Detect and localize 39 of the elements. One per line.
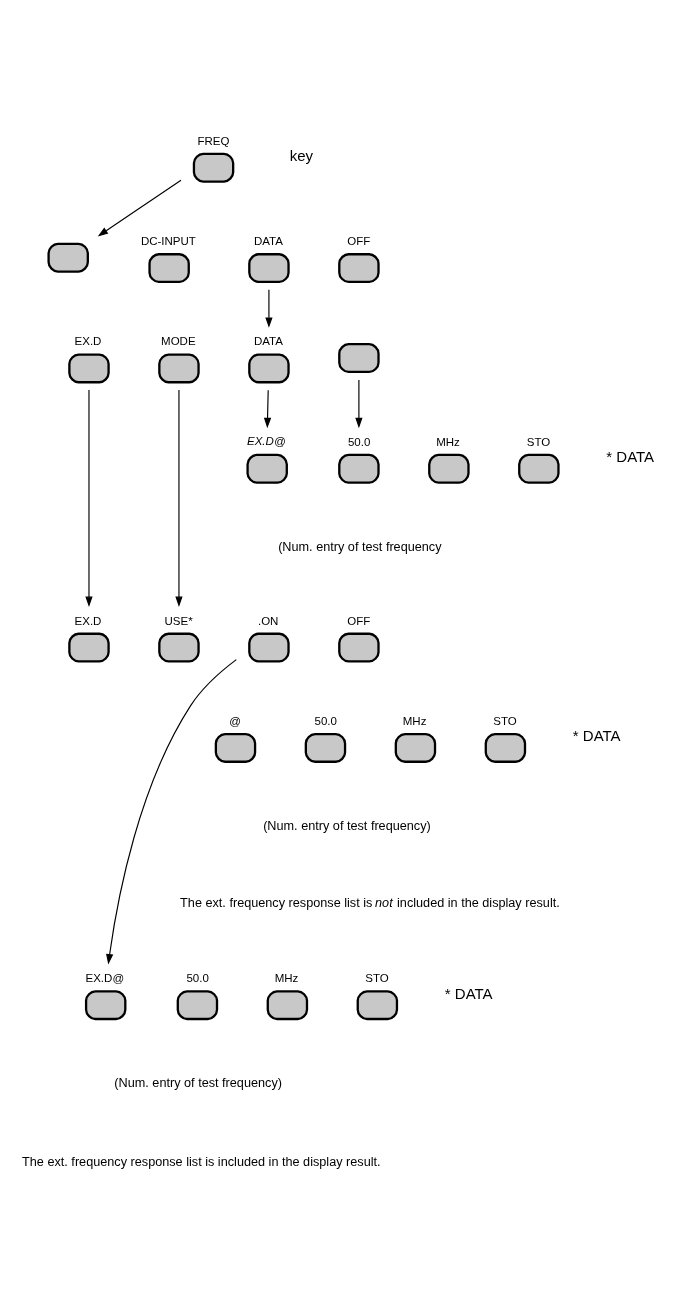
arrow	[175, 389, 183, 607]
node-label: * DATA	[606, 448, 655, 466]
node-label: OFF	[347, 614, 371, 627]
node-label: * DATA	[444, 984, 493, 1002]
node-label: @	[229, 714, 241, 727]
node-label: EX.D	[74, 614, 102, 627]
node-label: MHz	[274, 972, 299, 985]
node-label: MODE	[161, 335, 196, 348]
node-label: STO	[493, 714, 517, 727]
arrow	[106, 659, 237, 965]
label: (Num. entry of test frequency	[278, 540, 442, 555]
arrow	[85, 389, 93, 607]
arrow	[263, 389, 272, 429]
node-label: * DATA	[572, 727, 621, 745]
node-label: EX.D@	[85, 972, 125, 985]
node-label: 50.0	[347, 435, 371, 448]
node-label: 50.0	[314, 714, 337, 727]
node-label: USE*	[164, 614, 193, 627]
node-label: OFF	[347, 235, 371, 247]
node-label: STO	[365, 972, 389, 985]
label: The ext. frequency response list is not included in the display result.	[180, 896, 560, 911]
node-label: MHz	[402, 714, 427, 727]
node-label: key	[289, 147, 314, 165]
node-label: .ON	[257, 614, 279, 627]
arrow	[265, 289, 273, 328]
arrow	[97, 179, 182, 237]
node-label: EX.D@	[247, 434, 286, 447]
node-label: EX.D	[74, 335, 102, 348]
arrow	[355, 379, 363, 429]
node-label: FREQ	[197, 134, 230, 147]
node-label: STO	[526, 435, 551, 448]
node-label: 50.0	[186, 972, 209, 985]
node-label: DATA	[253, 235, 283, 247]
label: The ext. frequency response list is included in the display result.	[22, 1154, 381, 1169]
label: (Num. entry of test frequency)	[114, 1076, 282, 1091]
label: (Num. entry of test frequency)	[263, 819, 431, 834]
node-label: DATA	[253, 335, 283, 348]
node-label: MHz	[436, 435, 460, 448]
node-label: DC-INPUT	[140, 235, 196, 247]
